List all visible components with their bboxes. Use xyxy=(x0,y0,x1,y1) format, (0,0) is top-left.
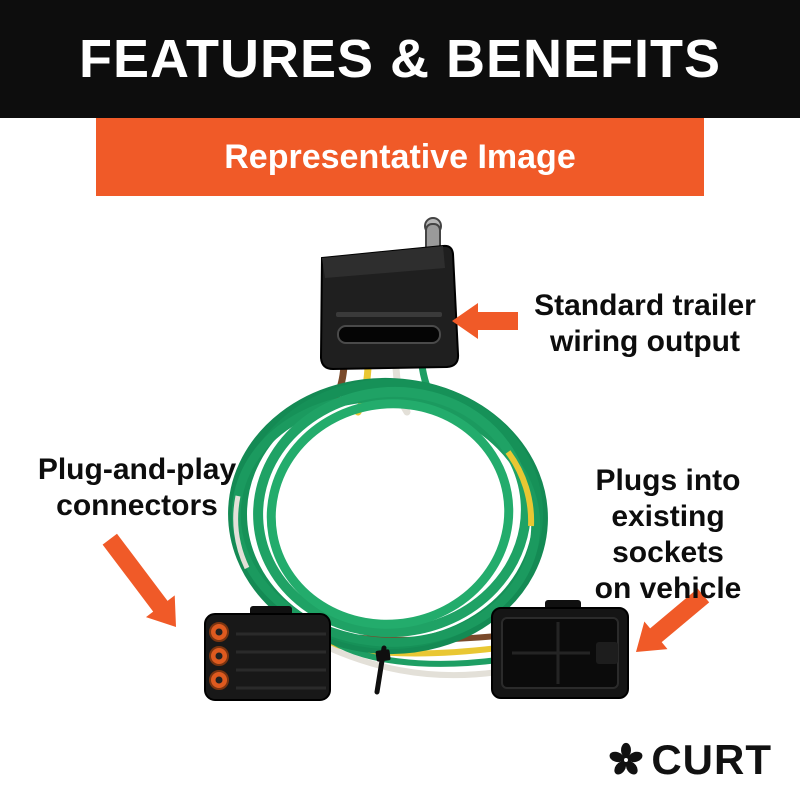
curt-flower-icon xyxy=(609,742,643,775)
banner-label: Representative Image xyxy=(224,137,576,176)
features-benefits-header: FEATURES & BENEFITS xyxy=(0,0,800,118)
annotation-plug-and-play: Plug-and-play connectors xyxy=(22,452,252,524)
annotation-line: existing sockets xyxy=(611,500,725,569)
annotation-existing-sockets: Plugs into existing sockets on vehicle xyxy=(553,463,783,607)
zip-tie xyxy=(374,645,391,695)
representative-image-banner: Representative Image xyxy=(96,118,704,196)
page-title: FEATURES & BENEFITS xyxy=(78,29,722,89)
annotation-standard-output: Standard trailer wiring output xyxy=(505,288,785,360)
annotation-line: Plugs into xyxy=(595,464,741,497)
arrow-output-icon xyxy=(452,303,518,339)
top-connector xyxy=(319,217,460,371)
annotation-line: Standard trailer xyxy=(534,289,756,322)
right-connector xyxy=(491,600,629,699)
annotation-line: on vehicle xyxy=(594,572,742,605)
left-connector xyxy=(204,606,331,701)
wire-coil xyxy=(228,377,548,655)
curt-logo: CURT xyxy=(608,736,772,784)
curt-logo-text: CURT xyxy=(651,736,772,783)
product-illustration xyxy=(102,217,710,701)
annotation-line: wiring output xyxy=(550,325,740,358)
annotation-line: Plug-and-play xyxy=(37,453,237,486)
annotation-line: connectors xyxy=(56,489,218,522)
arrow-plug-icon xyxy=(102,533,176,627)
arrow-sockets-icon xyxy=(636,588,710,652)
